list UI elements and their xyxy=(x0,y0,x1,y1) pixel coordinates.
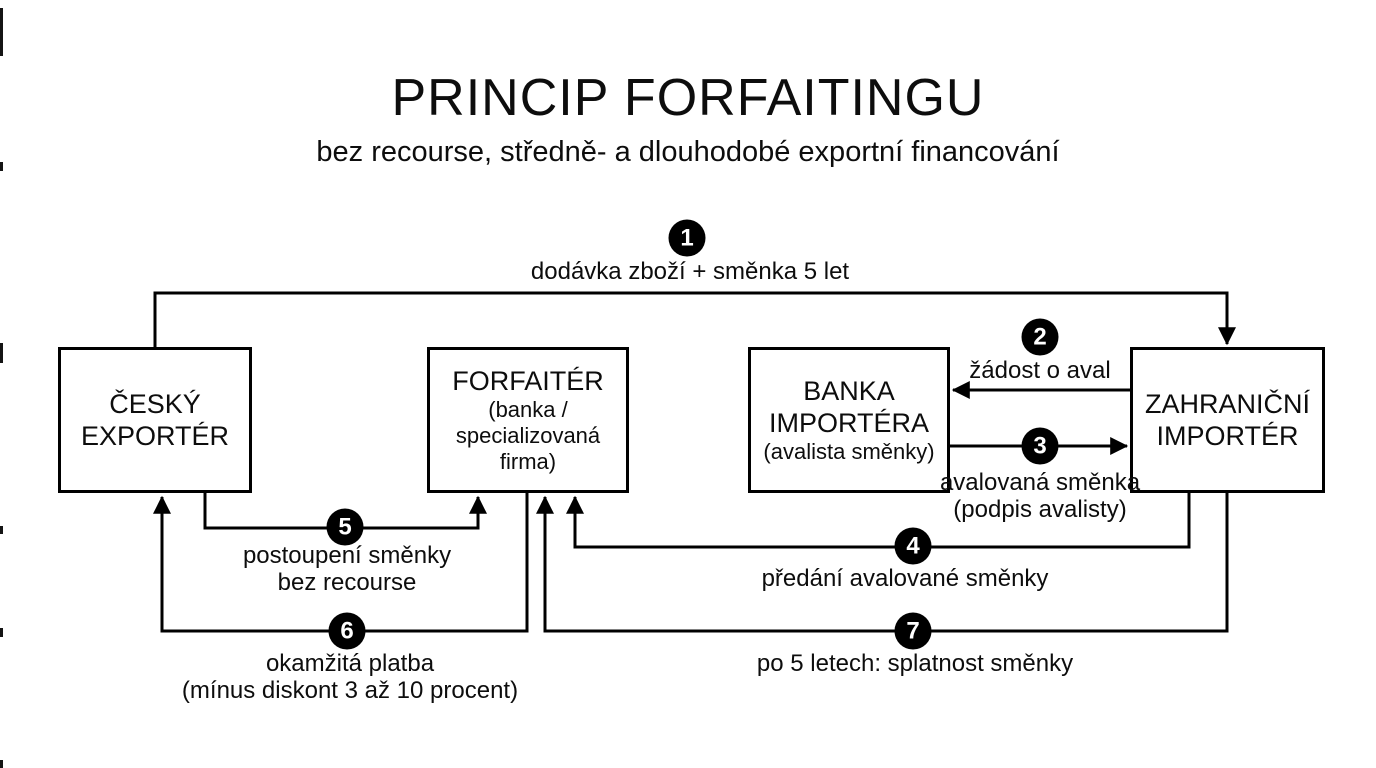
entity-forfaiter-detail: (banka / specializovaná firma) xyxy=(455,397,601,474)
step-label-4: předání avalované směnky xyxy=(761,565,1049,592)
arrow-step-4 xyxy=(566,493,1191,549)
step-label-1: dodávka zboží + směnka 5 let xyxy=(530,258,850,285)
entity-foreign-importer-label: ZAHRANIČNÍ IMPORTÉR xyxy=(1144,389,1310,451)
step-badge-3: 3 xyxy=(1021,427,1059,465)
step-badge-7: 7 xyxy=(894,612,932,650)
step-label-7: po 5 letech: splatnost směnky xyxy=(756,650,1074,677)
arrow-step-1 xyxy=(153,291,1236,347)
page-subtitle: bez recourse, středně- a dlouhodobé expo… xyxy=(316,136,1060,168)
scan-artifact xyxy=(0,628,3,637)
step-badge-1: 1 xyxy=(668,219,706,257)
entity-foreign-importer: ZAHRANIČNÍ IMPORTÉR xyxy=(1130,347,1325,493)
scan-artifact xyxy=(0,8,3,56)
arrow-step-7 xyxy=(536,493,1229,633)
entity-forfaiter: FORFAITÉR (banka / specializovaná firma) xyxy=(427,347,629,493)
scan-artifact xyxy=(0,162,3,171)
scan-artifact xyxy=(0,526,3,534)
entity-importer-bank-label: BANKA IMPORTÉRA xyxy=(768,376,930,438)
step-label-3: avalovaná směnka (podpis avalisty) xyxy=(939,469,1141,523)
entity-forfaiter-label: FORFAITÉR xyxy=(452,366,604,396)
step-badge-5: 5 xyxy=(326,508,364,546)
entity-importer-bank: BANKA IMPORTÉRA (avalista směnky) xyxy=(748,347,950,493)
step-badge-6: 6 xyxy=(328,612,366,650)
step-label-2: žádost o aval xyxy=(969,357,1111,384)
entity-importer-bank-detail: (avalista směnky) xyxy=(763,439,935,464)
scan-artifact xyxy=(0,760,3,768)
entity-czech-exporter: ČESKÝ EXPORTÉR xyxy=(58,347,252,493)
scan-artifact xyxy=(0,343,3,363)
step-badge-4: 4 xyxy=(894,527,932,565)
step-badge-2: 2 xyxy=(1021,318,1059,356)
step-label-5: postoupení směnky bez recourse xyxy=(242,542,452,596)
step-label-6: okamžitá platba (mínus diskont 3 až 10 p… xyxy=(181,650,519,704)
entity-czech-exporter-label: ČESKÝ EXPORTÉR xyxy=(80,389,230,451)
page-title: PRINCIP FORFAITINGU xyxy=(391,69,985,127)
